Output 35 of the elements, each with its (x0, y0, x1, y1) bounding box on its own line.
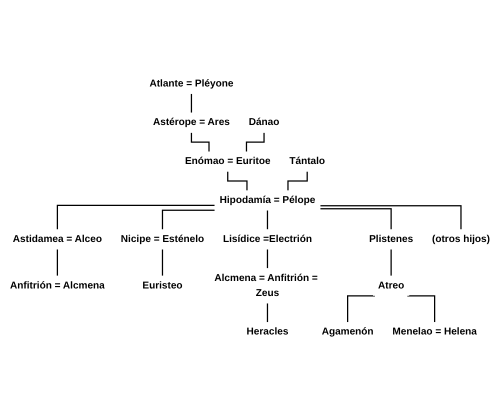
connector (190, 132, 210, 152)
connector (246, 132, 265, 152)
connector (266, 248, 268, 268)
node-text: Astérope = Ares (152, 117, 230, 128)
node-text: Atlante = Pléyone (149, 78, 234, 89)
node-text: Heracles (246, 326, 288, 338)
connector (407, 295, 436, 322)
node-text: Anfitrión = Alcmena (10, 280, 105, 291)
connector (56, 204, 215, 230)
node-text: Hipodamía = Pélope (220, 194, 316, 206)
connector (390, 248, 392, 276)
connector (190, 93, 192, 113)
node-text: Dánao (248, 117, 280, 128)
node-text: Tántalo (289, 156, 326, 167)
connector (266, 210, 268, 230)
node-text: Lisídice =Electrión (222, 234, 312, 244)
connector (266, 302, 268, 322)
connector (287, 171, 308, 190)
node-text: (otros hijos) (432, 234, 490, 244)
node-text: Nicipe = Esténelo (120, 234, 204, 244)
connector (162, 210, 215, 230)
node-text: Plistenes (369, 234, 414, 244)
node-text: Menelao = Helena (392, 326, 477, 338)
node-text: Astidamea = Alceo (12, 234, 102, 244)
node-text: Euristeo (142, 280, 183, 291)
node-text: Enómao = Euritoe (184, 156, 271, 167)
connector (320, 205, 462, 230)
node-text: Alcmena = Anfitrión = Zeus (214, 272, 318, 298)
connector (227, 171, 248, 190)
connector (162, 248, 164, 276)
connector (56, 248, 58, 276)
connector (320, 208, 392, 230)
node-text: Atreo (378, 280, 404, 291)
connector (347, 295, 375, 322)
node-text: Agamenón (322, 326, 374, 338)
